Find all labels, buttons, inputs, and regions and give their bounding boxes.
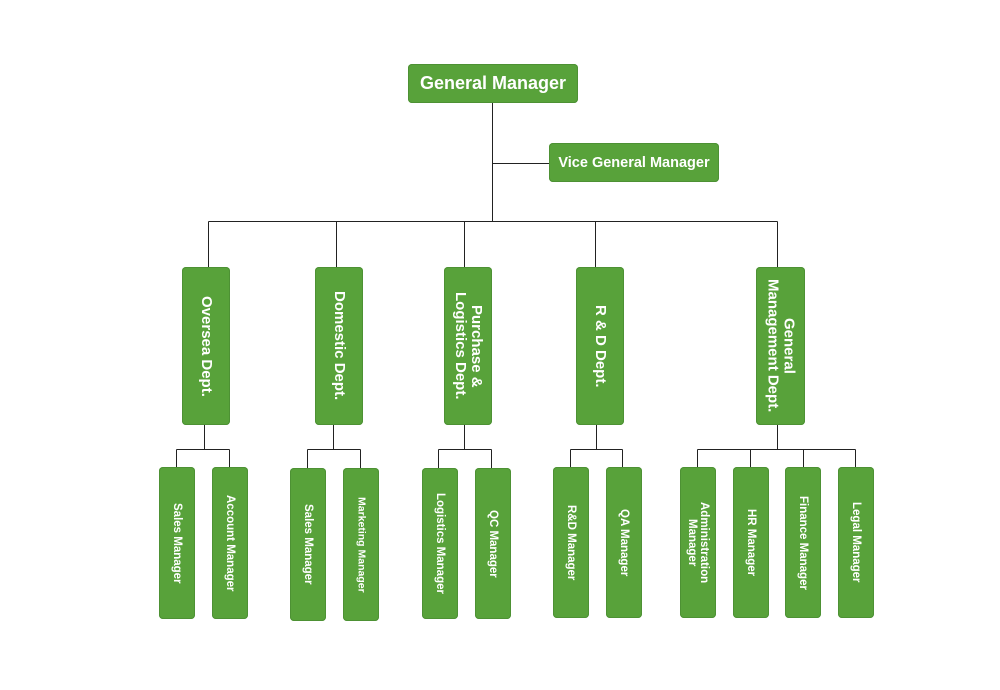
role-domestic-marketing-manager[interactable]: Marketing Manager xyxy=(343,468,379,621)
role-oversea-account-manager[interactable]: Account Manager xyxy=(212,467,248,619)
role-label: HR Manager xyxy=(745,508,758,577)
dept-general-management[interactable]: General Management Dept. xyxy=(756,267,805,425)
general-manager-box[interactable]: General Manager xyxy=(408,64,578,103)
role-label: R&D Manager xyxy=(565,504,578,581)
dept-oversea-label: Oversea Dept. xyxy=(197,295,215,397)
dept-domestic[interactable]: Domestic Dept. xyxy=(315,267,363,425)
role-domestic-sales-manager[interactable]: Sales Manager xyxy=(290,468,326,621)
dept-rd[interactable]: R & D Dept. xyxy=(576,267,624,425)
role-label: QA Manager xyxy=(618,508,631,577)
role-oversea-sales-manager[interactable]: Sales Manager xyxy=(159,467,195,619)
role-rd-manager[interactable]: R&D Manager xyxy=(553,467,589,618)
vice-general-manager-box[interactable]: Vice General Manager xyxy=(549,143,719,182)
role-label: Administration Manager xyxy=(686,501,711,584)
dept-oversea[interactable]: Oversea Dept. xyxy=(182,267,230,425)
role-label: Legal Manager xyxy=(850,502,863,583)
role-label: Finance Manager xyxy=(797,495,810,590)
role-qa-manager[interactable]: QA Manager xyxy=(606,467,642,618)
role-label: Marketing Manager xyxy=(355,496,368,593)
dept-purchase-logistics[interactable]: Purchase & Logistics Dept. xyxy=(444,267,492,425)
dept-purchase-logistics-label: Purchase & Logistics Dept. xyxy=(452,292,485,400)
role-label: Sales Manager xyxy=(302,504,315,585)
vice-general-manager-label: Vice General Manager xyxy=(558,154,710,171)
general-manager-label: General Manager xyxy=(419,73,567,93)
role-administration-manager[interactable]: Administration Manager xyxy=(680,467,716,618)
role-legal-manager[interactable]: Legal Manager xyxy=(838,467,874,618)
dept-general-management-label: General Management Dept. xyxy=(764,279,798,413)
role-logistics-manager[interactable]: Logistics Manager xyxy=(422,468,458,619)
role-label: Logistics Manager xyxy=(434,493,447,594)
role-label: QC Manager xyxy=(487,509,500,578)
role-label: Account Manager xyxy=(224,494,237,592)
dept-domestic-label: Domestic Dept. xyxy=(330,291,348,401)
role-label: Sales Manager xyxy=(171,502,184,584)
role-finance-manager[interactable]: Finance Manager xyxy=(785,467,821,618)
role-hr-manager[interactable]: HR Manager xyxy=(733,467,769,618)
role-qc-manager[interactable]: QC Manager xyxy=(475,468,511,619)
dept-rd-label: R & D Dept. xyxy=(591,304,609,388)
